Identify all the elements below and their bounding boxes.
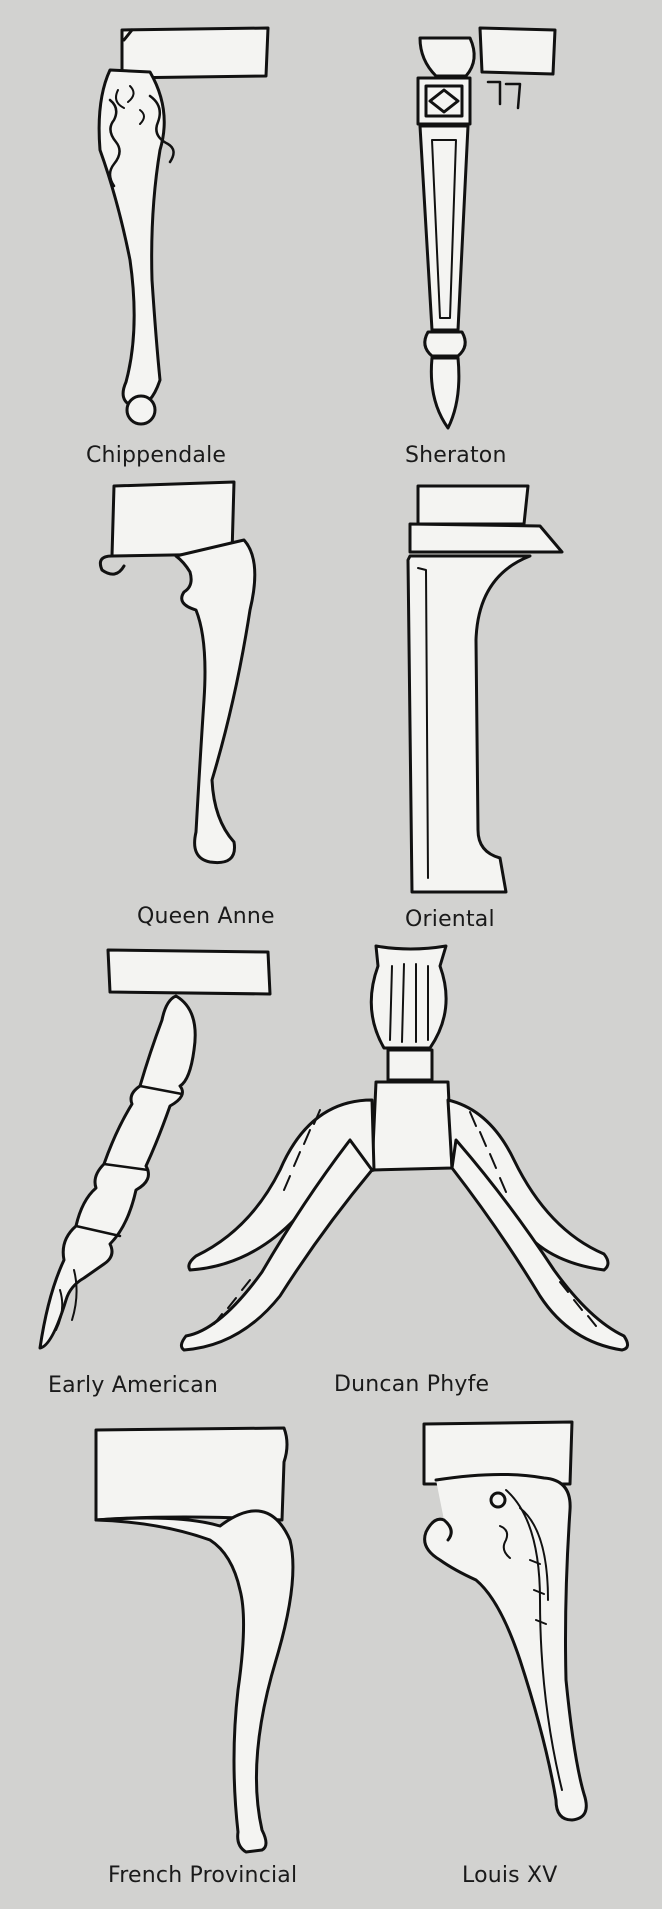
louis-xv-leg-drawing xyxy=(424,1422,586,1820)
chippendale-leg-drawing xyxy=(99,28,268,424)
caption-chippendale: Chippendale xyxy=(86,443,226,468)
caption-sheraton: Sheraton xyxy=(405,443,507,468)
caption-oriental: Oriental xyxy=(405,907,495,932)
oriental-leg-drawing xyxy=(408,486,562,892)
caption-queen-anne: Queen Anne xyxy=(137,904,275,929)
caption-french-provincial: French Provincial xyxy=(108,1863,297,1888)
caption-louis-xv: Louis XV xyxy=(462,1863,558,1888)
caption-duncan-phyfe: Duncan Phyfe xyxy=(334,1372,489,1397)
caption-early-american: Early American xyxy=(48,1373,218,1398)
queen-anne-leg-drawing xyxy=(100,482,254,863)
early-american-leg-drawing xyxy=(40,950,270,1348)
french-provincial-leg-drawing xyxy=(96,1428,293,1852)
sheraton-leg-drawing xyxy=(418,28,555,428)
duncan-phyfe-leg-drawing xyxy=(181,946,627,1350)
